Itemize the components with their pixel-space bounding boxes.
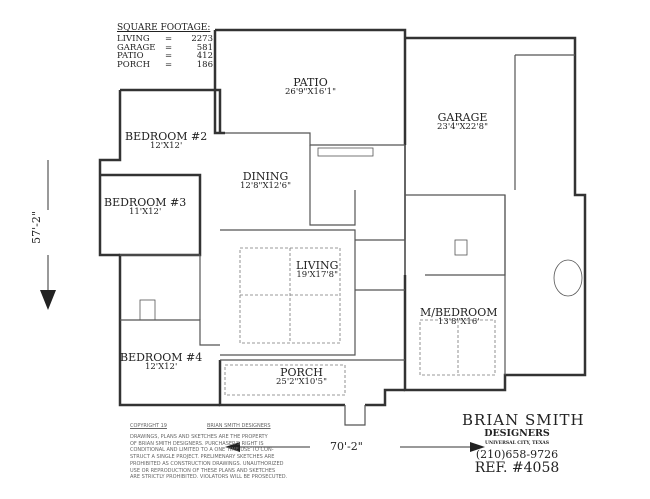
depth-dimension: 57'-2" (29, 211, 43, 244)
sf-row: LIVING=2273 (117, 34, 213, 44)
designer-logo: BRIAN SMITH DESIGNERS UNIVERSAL CITY, TE… (462, 411, 585, 476)
sf-row: GARAGE=581 (117, 42, 213, 53)
width-dimension: 70'-2" (330, 440, 363, 453)
arrow-icon (40, 290, 56, 310)
copyright-owner: BRIAN SMITH DESIGNERS (206, 423, 271, 429)
sf-row: PATIO=412 (117, 51, 213, 61)
copyright-line: COPYRIGHT 19 (130, 423, 167, 429)
arrow-icon (225, 442, 240, 452)
phone: (210)658-9726 (475, 448, 559, 461)
arrow-icon (470, 442, 485, 452)
ref-number: REF. #4058 (474, 460, 560, 476)
sf-row: PORCH=186 (117, 59, 213, 70)
square-footage-title: SQUARE FOOTAGE: (117, 23, 211, 33)
square-footage-table: SQUARE FOOTAGE: LIVING=2273 GARAGE=581 P… (117, 24, 213, 69)
